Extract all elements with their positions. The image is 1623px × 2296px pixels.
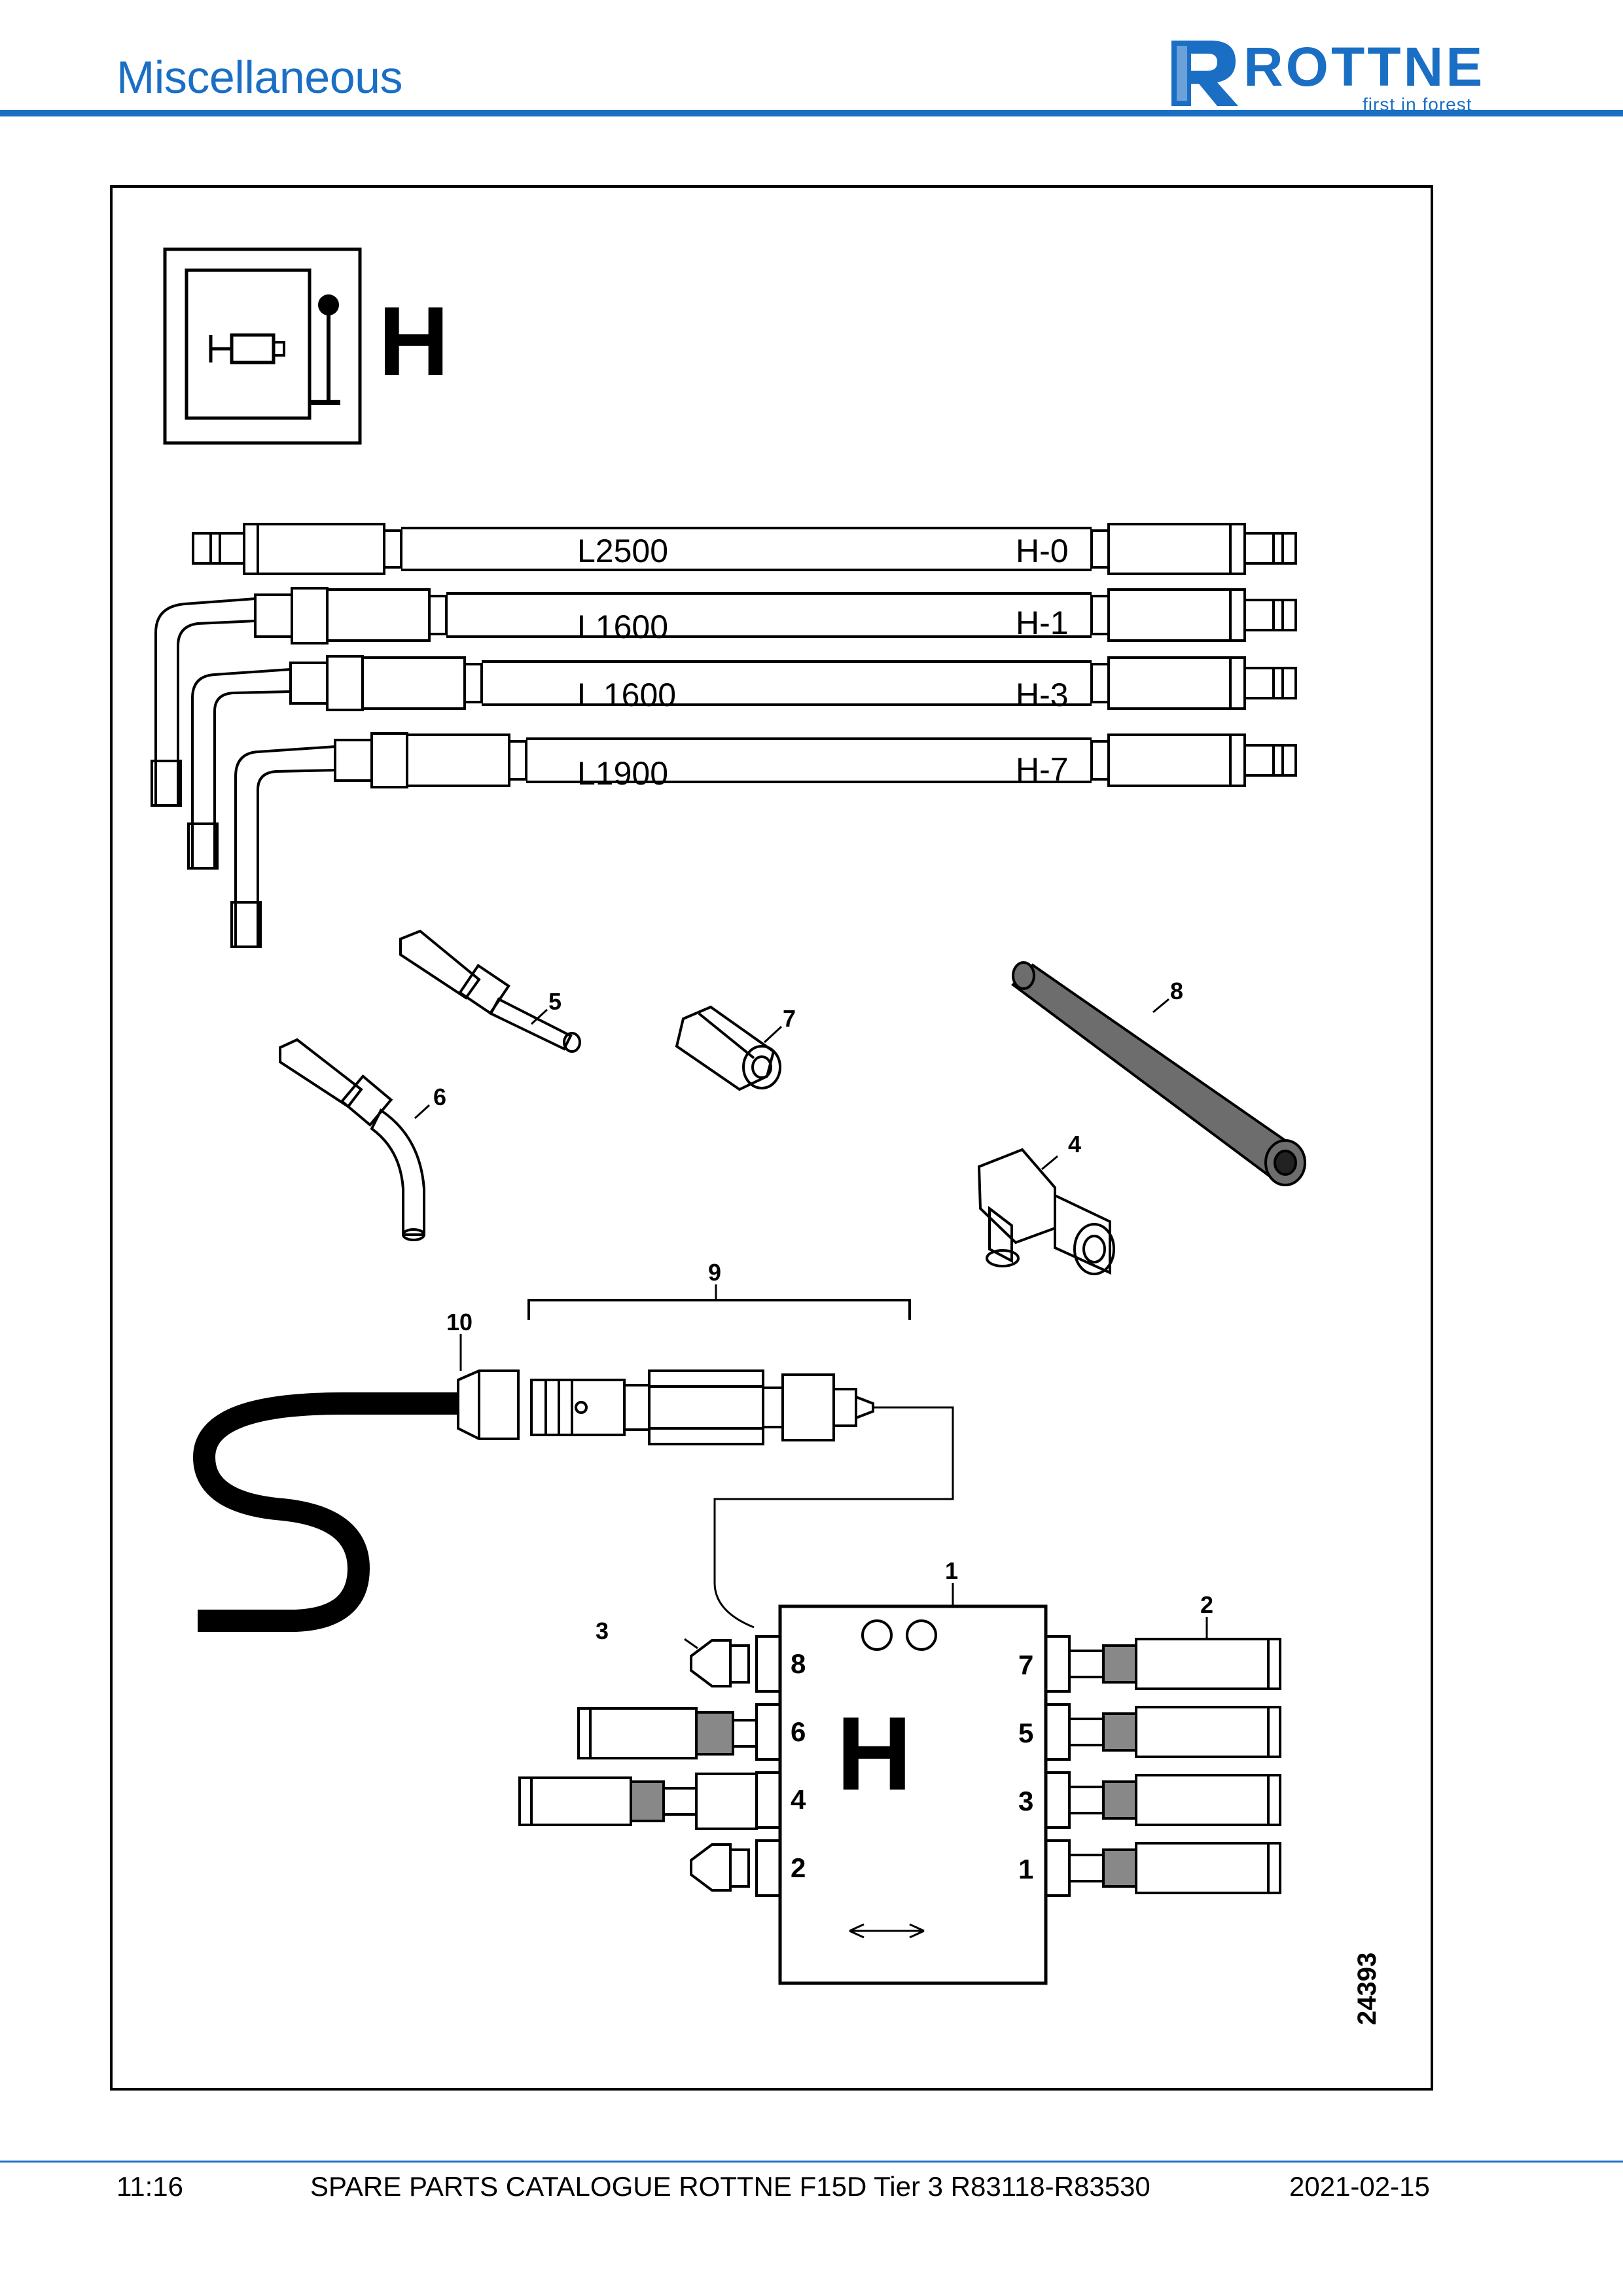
rottne-mark-icon — [1171, 41, 1238, 106]
port-number: 8 — [791, 1648, 806, 1679]
callout-number: 8 — [1170, 978, 1183, 1004]
block-ports-right — [1044, 1635, 1071, 1897]
callout-number: 6 — [433, 1084, 446, 1110]
hose-h3 — [187, 655, 1297, 870]
part-8-protective-tube — [1010, 961, 1306, 1186]
port-number: 2 — [791, 1852, 806, 1883]
part-6-elbow-nipple — [279, 1038, 425, 1241]
block-ports-left — [755, 1635, 781, 1897]
part-5-straight-nipple — [399, 929, 581, 1053]
part-10-lube-hose — [192, 1369, 520, 1632]
hose-code: H-1 — [1016, 605, 1069, 641]
port-number: 5 — [1018, 1718, 1033, 1748]
parts-drawing-frame: H L2500 H-0 L1600 H-1 L 1600 H-3 L1900 H… — [110, 185, 1433, 2091]
catalogue-title: SPARE PARTS CATALOGUE ROTTNE F15D Tier 3… — [310, 2171, 1150, 2202]
hose-h1 — [151, 587, 1297, 807]
port-number: 1 — [1018, 1854, 1033, 1884]
page-number: 11:16 — [116, 2171, 183, 2202]
callout-number: 4 — [1068, 1131, 1081, 1157]
leader-line — [713, 1406, 954, 1629]
exploded-parts-diagram: H L2500 H-0 L1600 H-1 L 1600 H-3 L1900 H… — [151, 247, 1382, 2025]
block-letter: H — [836, 1695, 912, 1812]
port-number: 4 — [791, 1784, 806, 1815]
distribution-block-h — [778, 1604, 1048, 1985]
hose-code: H-3 — [1016, 677, 1069, 713]
part-3-plug — [690, 1639, 750, 1892]
part-7-coupling — [675, 1005, 781, 1091]
part-9-fitting-assembly — [530, 1369, 874, 1445]
hose-length: L 1600 — [577, 677, 676, 713]
callout-leaders — [414, 998, 1208, 1650]
hose-length: L1600 — [577, 609, 668, 645]
hose-length: L2500 — [577, 533, 668, 569]
hose-code: H-7 — [1016, 751, 1069, 788]
hose-length: L1900 — [577, 755, 668, 792]
left-connectors — [518, 1707, 758, 1830]
callout-number: 5 — [548, 988, 562, 1015]
section-title: Miscellaneous — [116, 52, 403, 103]
callout-number: 9 — [708, 1259, 721, 1286]
publish-date: 2021-02-15 — [1289, 2171, 1430, 2202]
hose-h7 — [230, 732, 1297, 948]
callout-number: 7 — [783, 1005, 796, 1032]
part-4-elbow-union — [977, 1148, 1115, 1275]
footer-rule — [0, 2161, 1623, 2163]
system-symbol-icon — [163, 247, 362, 445]
port-number: 7 — [1018, 1650, 1033, 1680]
callout-number: 3 — [596, 1617, 609, 1644]
hose-code: H-0 — [1016, 533, 1069, 569]
callout-number: 10 — [446, 1309, 473, 1335]
brand-logo: ROTTNE first in forest — [1165, 33, 1518, 115]
hose-h0 — [192, 523, 1297, 575]
logo-wordmark: ROTTNE — [1243, 36, 1486, 97]
port-number: 3 — [1018, 1786, 1033, 1816]
part-9-bracket — [527, 1299, 911, 1320]
callout-number: 2 — [1200, 1591, 1213, 1618]
callout-number: 1 — [945, 1557, 958, 1584]
part-2-connectors — [1068, 1638, 1281, 1894]
drawing-number: 24393 — [1353, 1952, 1382, 2025]
port-number: 6 — [791, 1716, 806, 1747]
system-letter: H — [378, 286, 449, 396]
header-rule — [0, 110, 1623, 116]
